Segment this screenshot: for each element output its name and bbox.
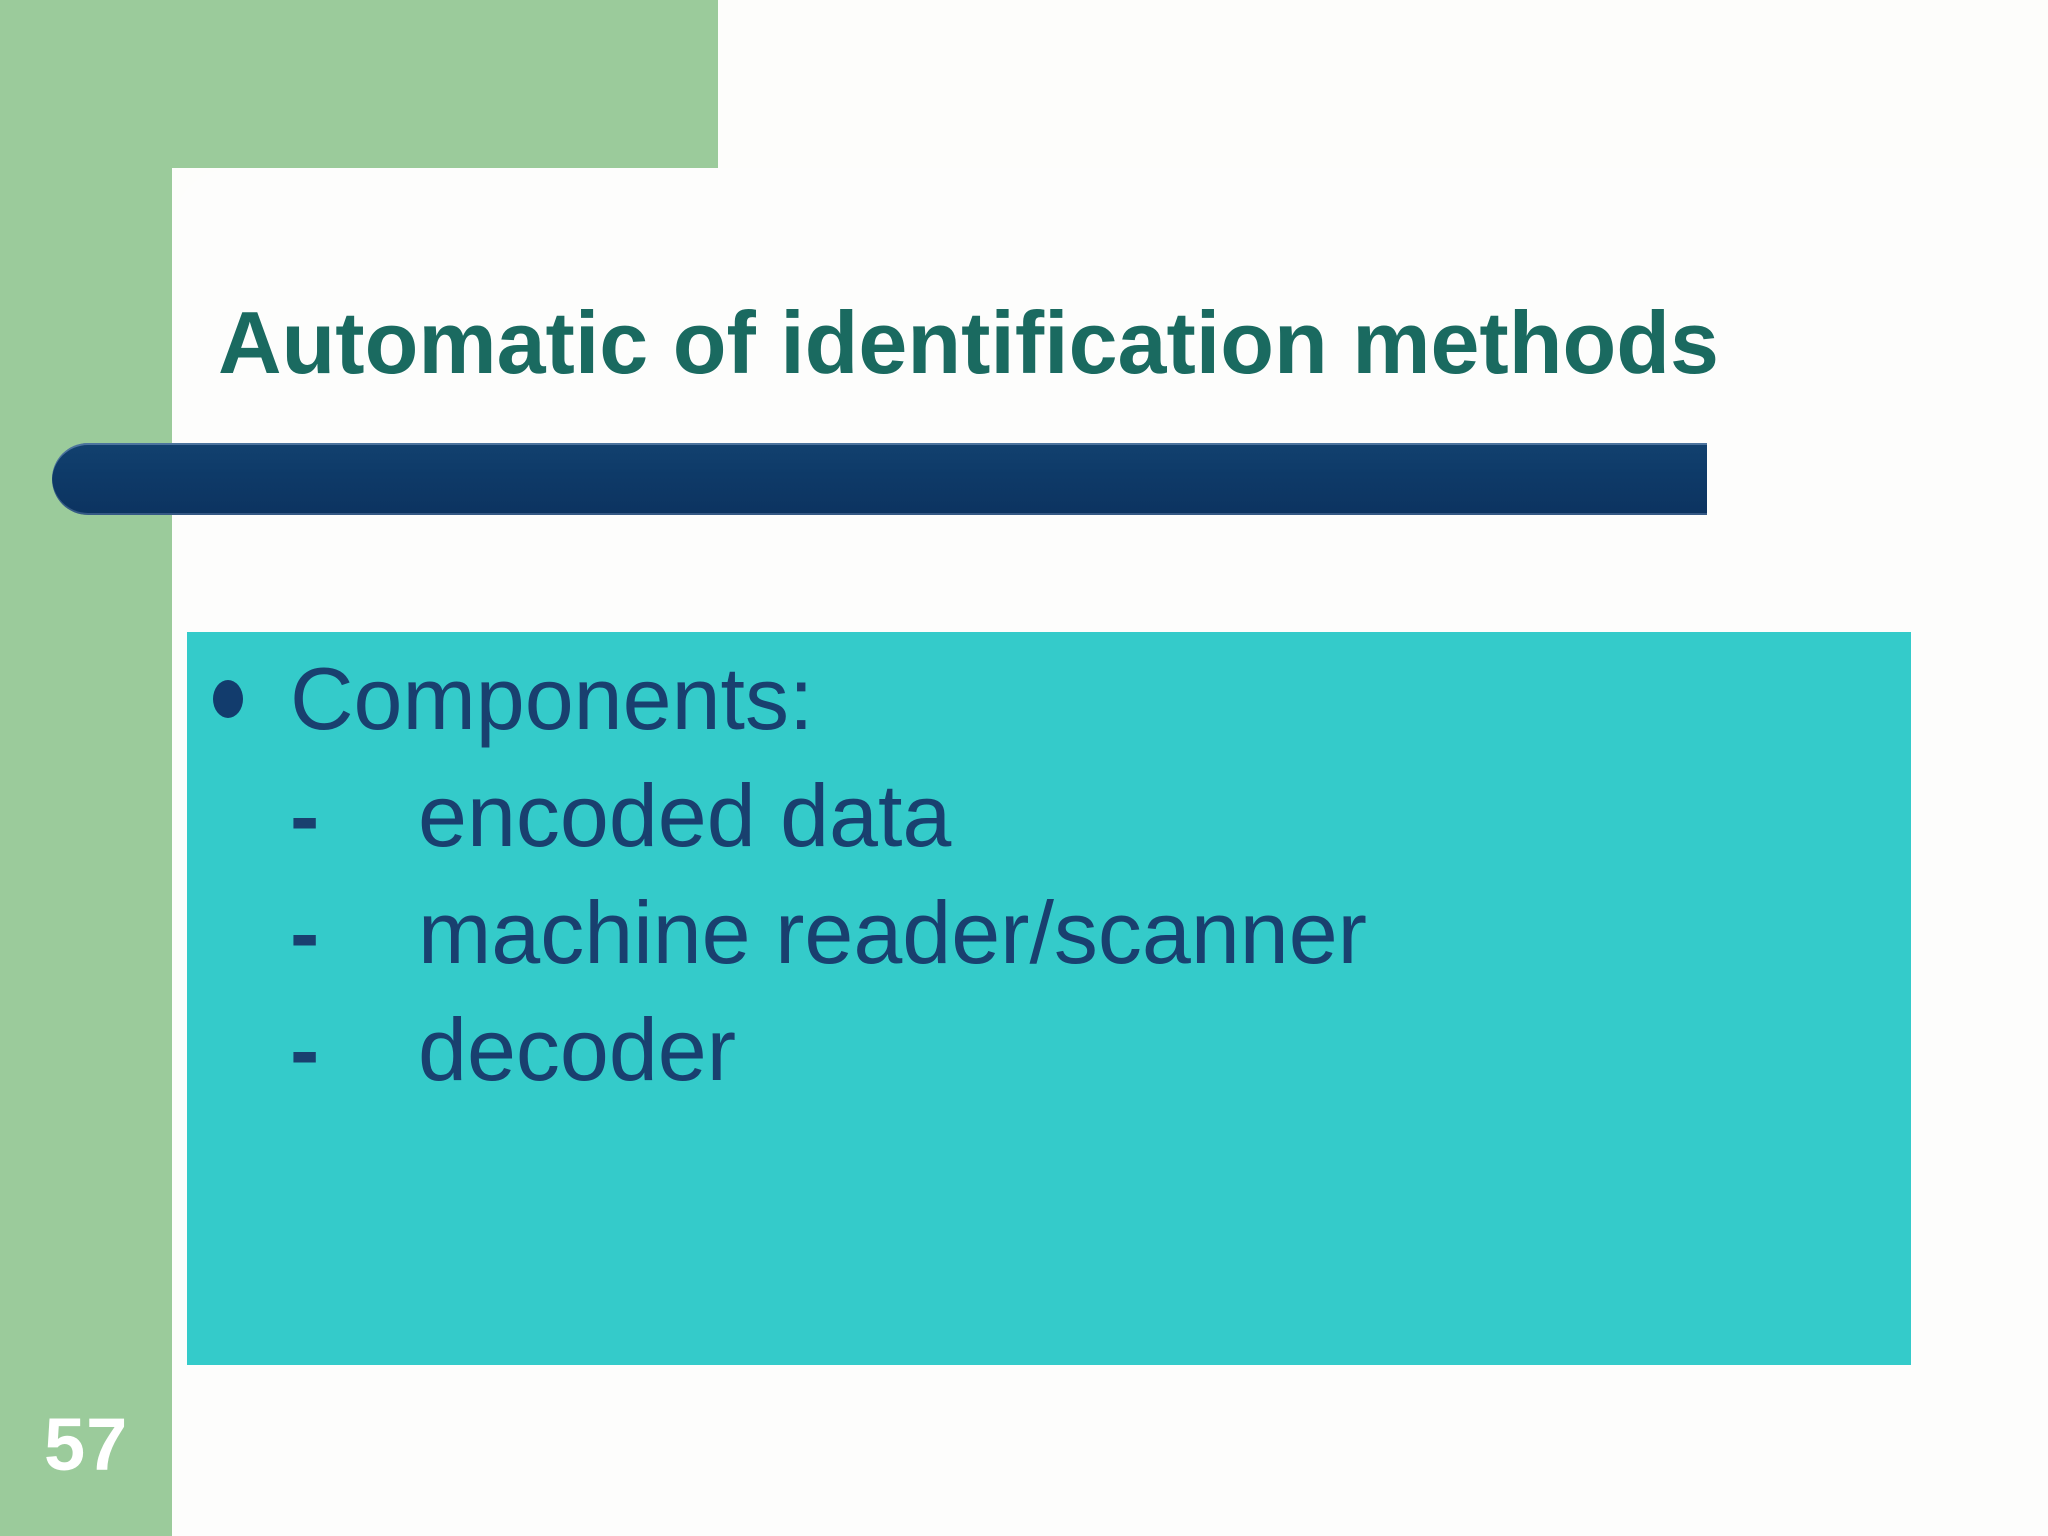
slide-title: Automatic of identification methods — [218, 292, 1719, 392]
bullet-dot-icon — [213, 679, 243, 718]
list-item: - machine reader/scanner — [290, 874, 1911, 991]
dash-bullet: - — [290, 999, 320, 1099]
list-item-label: encoded data — [418, 765, 952, 865]
list-item: - decoder — [290, 991, 1911, 1108]
green-sidebar — [0, 0, 172, 1536]
list-item: - encoded data — [290, 757, 1911, 874]
dash-bullet: - — [290, 765, 320, 865]
bullet-heading-row: Components: — [187, 640, 1911, 757]
title-divider-bar — [52, 443, 1707, 515]
bullet-heading-label: Components: — [290, 648, 814, 748]
list-item-label: decoder — [418, 999, 737, 1099]
list-item-label: machine reader/scanner — [418, 882, 1367, 982]
content-box: Components: - encoded data - machine rea… — [187, 632, 1911, 1365]
dash-bullet: - — [290, 882, 320, 982]
page-number: 57 — [44, 1403, 129, 1486]
